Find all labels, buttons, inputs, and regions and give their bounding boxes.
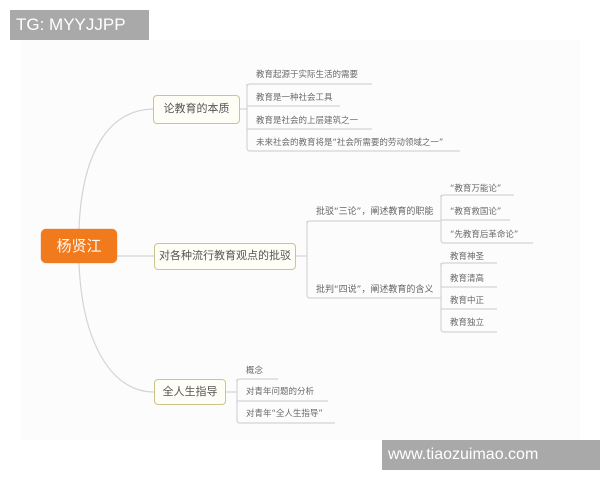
leaf-node[interactable]: 对青年问题的分析 [246, 387, 315, 397]
branch-node-essence[interactable]: 论教育的本质 [153, 95, 240, 124]
leaf-node[interactable]: “教育救国论” [450, 207, 502, 217]
leaf-node[interactable]: 教育神圣 [450, 252, 485, 262]
leaf-node[interactable]: 概念 [246, 366, 264, 376]
watermark-top-left: TG: MYYJJPP [10, 10, 149, 40]
leaf-node[interactable]: 教育是一种社会工具 [256, 93, 333, 103]
branch-node-critique[interactable]: 对各种流行教育观点的批驳 [154, 243, 296, 270]
leaf-node[interactable]: 未来社会的教育将是“社会所需要的劳动领域之一” [256, 138, 444, 148]
leaf-node[interactable]: 教育是社会的上层建筑之一 [256, 116, 359, 126]
leaf-node[interactable]: 教育独立 [450, 318, 485, 328]
leaf-node[interactable]: 教育清高 [450, 274, 485, 284]
leaf-node[interactable]: 教育中正 [450, 296, 485, 306]
watermark-bottom-right: www.tiaozuimao.com [382, 440, 600, 470]
sub-node-four-views[interactable]: 批判“四说”，阐述教育的含义 [316, 285, 434, 295]
leaf-node[interactable]: 对青年“全人生指导” [246, 409, 323, 419]
branch-node-life-guidance[interactable]: 全人生指导 [154, 379, 226, 405]
leaf-node[interactable]: “先教育后革命论” [450, 230, 519, 240]
root-node[interactable]: 杨贤江 [41, 229, 117, 263]
leaf-node[interactable]: “教育万能论” [450, 184, 502, 194]
sub-node-three-theories[interactable]: 批驳“三论”，阐述教育的职能 [316, 207, 434, 217]
leaf-node[interactable]: 教育起源于实际生活的需要 [256, 70, 359, 80]
